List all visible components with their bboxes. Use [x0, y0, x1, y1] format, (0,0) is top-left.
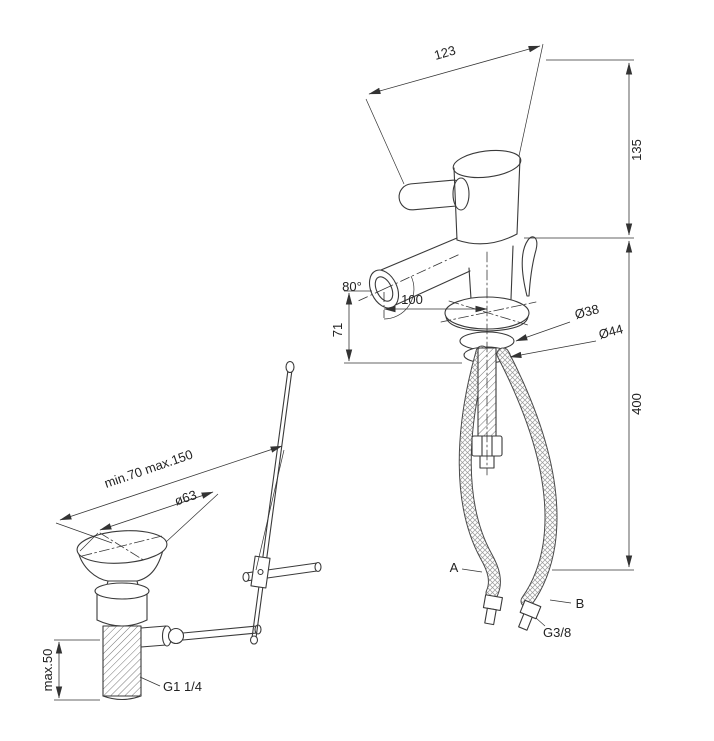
- dim-width-label: 123: [432, 42, 457, 62]
- thread-waste-label: G1 1/4: [163, 679, 202, 694]
- dim-spout-height-71: 71: [330, 290, 462, 364]
- dim-reach-100: 100: [383, 292, 488, 318]
- adjuster-rod-right-end: [314, 561, 322, 573]
- hose-b-fitting: [518, 599, 542, 631]
- hose-a: [458, 345, 501, 600]
- escutcheon-centerline-2: [448, 300, 529, 326]
- escutcheon-centerline-1: [440, 301, 537, 323]
- spout-bottom-edge: [390, 270, 471, 308]
- waste-tail-bottom: [102, 695, 142, 701]
- spout-top-edge: [380, 237, 458, 271]
- hose-a-callout: A: [450, 560, 483, 575]
- lever-rod: [182, 625, 258, 641]
- neck-right: [510, 245, 514, 300]
- dim-height-135: 135: [524, 59, 644, 239]
- cap-centerline-1: [81, 535, 163, 557]
- dim-spout-height-label: 71: [330, 323, 345, 337]
- hose-a-fitting: [482, 594, 503, 626]
- dimension-annotations: 123 135 400 80° 100 71: [40, 42, 644, 701]
- pull-rod-tip: [249, 635, 259, 645]
- thread-hose-label: G3/8: [543, 625, 571, 640]
- waste-body-sides: [96, 593, 148, 621]
- adjuster-rod-left-end: [242, 571, 250, 583]
- dim-dia-44: Ø44: [509, 321, 625, 359]
- dim-waste-height-max50: max.50: [40, 639, 100, 701]
- dim-hose-length-400: 400: [552, 240, 644, 571]
- popup-knob-rear: [521, 236, 538, 297]
- pull-rod-knob: [285, 360, 295, 374]
- hose-b-callout: B: [549, 596, 585, 611]
- waste-outlet: [140, 625, 167, 648]
- cap-centerline-2: [99, 532, 146, 562]
- clevis-screw: [257, 568, 264, 576]
- dim-hose-length-label: 400: [629, 393, 644, 415]
- hose-b: [496, 347, 558, 608]
- dim-dia-63: ø63: [79, 487, 219, 552]
- waste-flange: [94, 582, 150, 600]
- thread-hose-callout: G3/8: [535, 617, 571, 640]
- body-bottom: [456, 233, 518, 245]
- dim-rod-range-label: min.70 max.150: [102, 447, 194, 491]
- pop-up-waste-drawing: [76, 360, 322, 701]
- dim-spout-angle-80: 80°: [342, 253, 461, 320]
- dim-reach-label: 100: [401, 292, 423, 307]
- hose-a-label: A: [450, 560, 459, 575]
- neck-left: [468, 267, 472, 300]
- waste-tailpiece: [102, 625, 142, 697]
- handle-hub: [452, 177, 470, 211]
- dim-dia63-label: ø63: [173, 487, 199, 508]
- dim-dia-38: Ø38: [515, 301, 601, 342]
- hose-b-label: B: [576, 596, 585, 611]
- stud-nut-facets: [481, 435, 493, 457]
- thread-waste-callout: G1 1/4: [139, 676, 202, 694]
- dim-angle-label: 80°: [342, 279, 362, 294]
- pull-rod: [251, 369, 293, 639]
- dim-dia44-label: Ø44: [597, 321, 625, 342]
- dim-width-123: 123: [365, 42, 544, 185]
- waste-body-bottom: [96, 619, 148, 627]
- dim-height-label: 135: [629, 139, 644, 161]
- body-top: [452, 149, 522, 179]
- body-side-left: [453, 167, 458, 241]
- dim-waste-height-label: max.50: [40, 649, 55, 692]
- faucet-drawing: [368, 149, 558, 631]
- body-side-right: [516, 157, 521, 235]
- dim-dia38-label: Ø38: [573, 301, 601, 322]
- ball-joint: [167, 627, 185, 645]
